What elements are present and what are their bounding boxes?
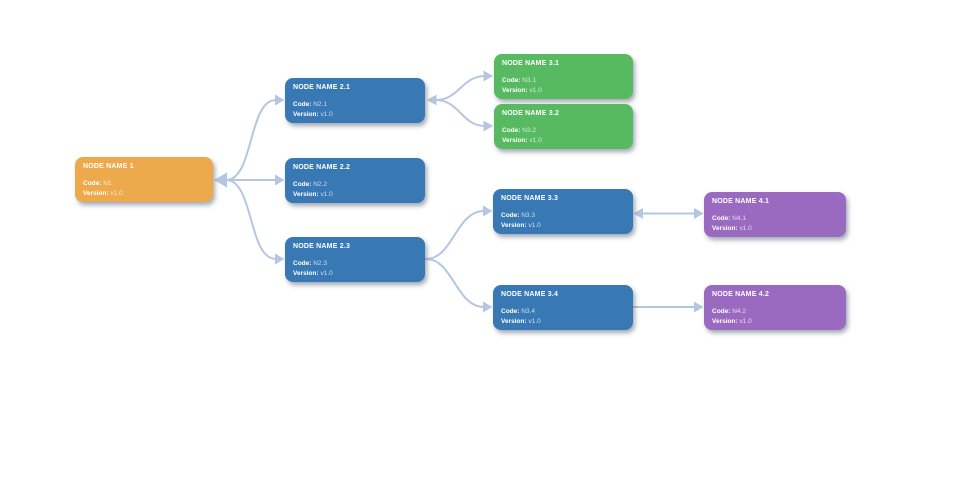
node-code-line: Code: N4.1 (712, 214, 838, 224)
code-value: N3.2 (522, 127, 536, 134)
node-title: NODE NAME 3.4 (501, 291, 559, 298)
version-label: Version: (501, 317, 527, 325)
diagram-node-n3_4[interactable]: NODE NAME 3.4 Code: N3.4 Version: v1.0 (493, 285, 633, 330)
arrowhead-into-n2_1 (275, 94, 285, 106)
arrowhead-into-n4_2 (694, 301, 704, 313)
node-code-line: Code: N3.3 (501, 211, 625, 221)
node-title: NODE NAME 2.1 (293, 84, 351, 91)
node-version-line: Version: v1.0 (293, 269, 417, 279)
diagram-node-n2_2[interactable]: NODE NAME 2.2 Code: N2.2 Version: v1.0 (285, 158, 425, 203)
code-value: N2.1 (313, 101, 327, 108)
node-version-line: Version: v1.0 (293, 190, 417, 200)
arrowhead-into-n2_2 (275, 174, 285, 186)
node-version-line: Version: v1.0 (712, 224, 838, 234)
edge-n2_1-n3_1 (435, 75, 486, 101)
diagram-node-n4_2[interactable]: NODE NAME 4.2 Code: N4.2 Version: v1.0 (704, 285, 846, 330)
code-label: Code: (712, 308, 731, 315)
edge-n2_3-n3_4 (425, 258, 485, 308)
node-title: NODE NAME 4.1 (712, 198, 770, 205)
version-value: v1.0 (110, 189, 123, 197)
code-label: Code: (83, 180, 102, 187)
version-label: Version: (712, 224, 738, 232)
node-code-line: Code: N2.2 (293, 180, 417, 190)
version-label: Version: (293, 110, 319, 118)
arrowhead-into-n3_4 (483, 301, 493, 313)
node-version-line: Version: v1.0 (502, 86, 625, 96)
arrowhead-into-n3_1 (483, 70, 493, 82)
node-title: NODE NAME 3.3 (501, 195, 559, 202)
code-label: Code: (293, 260, 312, 267)
node-title: NODE NAME 2.2 (293, 164, 351, 171)
version-label: Version: (293, 190, 319, 198)
arrowhead-back-into-n3_3 (633, 208, 643, 219)
node-title: NODE NAME 2.3 (293, 243, 351, 250)
node-code-line: Code: N2.1 (293, 100, 417, 110)
code-value: N2.2 (313, 181, 327, 188)
version-value: v1.0 (320, 190, 333, 198)
version-value: v1.0 (528, 317, 541, 325)
node-version-line: Version: v1.0 (501, 221, 625, 231)
version-label: Version: (83, 189, 109, 197)
code-value: N4.2 (732, 308, 746, 315)
version-value: v1.0 (529, 86, 542, 94)
version-value: v1.0 (320, 269, 333, 277)
code-value: N3.1 (522, 77, 536, 84)
code-label: Code: (293, 101, 312, 108)
code-value: N2.3 (313, 260, 327, 267)
code-value: N4.1 (732, 215, 746, 222)
node-title: NODE NAME 3.2 (502, 110, 560, 117)
node-version-line: Version: v1.0 (83, 189, 205, 199)
node-code-line: Code: N3.1 (502, 76, 625, 86)
node-code-line: Code: N2.3 (293, 259, 417, 269)
version-label: Version: (501, 221, 527, 229)
diagram-node-n2_1[interactable]: NODE NAME 2.1 Code: N2.1 Version: v1.0 (285, 78, 425, 123)
code-label: Code: (502, 77, 521, 84)
node-code-line: Code: N3.2 (502, 126, 625, 136)
code-label: Code: (712, 215, 731, 222)
node-version-line: Version: v1.0 (501, 317, 625, 327)
node-title: NODE NAME 1 (83, 163, 134, 170)
arrowhead-back-into-n2_1 (427, 94, 437, 106)
code-value: N3.4 (521, 308, 535, 315)
code-label: Code: (501, 308, 520, 315)
node-code-line: Code: N3.4 (501, 307, 625, 317)
code-label: Code: (293, 181, 312, 188)
diagram-node-n3_1[interactable]: NODE NAME 3.1 Code: N3.1 Version: v1.0 (494, 54, 633, 99)
code-value: N1 (103, 180, 112, 187)
version-value: v1.0 (739, 317, 752, 325)
version-value: v1.0 (739, 224, 752, 232)
version-label: Version: (502, 136, 528, 144)
code-label: Code: (501, 212, 520, 219)
node-version-line: Version: v1.0 (293, 110, 417, 120)
version-value: v1.0 (529, 136, 542, 144)
node-title: NODE NAME 3.1 (502, 60, 560, 67)
edge-n2_3-n3_3 (425, 210, 485, 260)
version-label: Version: (712, 317, 738, 325)
code-value: N3.3 (521, 212, 535, 219)
version-label: Version: (502, 86, 528, 94)
code-label: Code: (502, 127, 521, 134)
node-version-line: Version: v1.0 (502, 136, 625, 146)
diagram-node-n2_3[interactable]: NODE NAME 2.3 Code: N2.3 Version: v1.0 (285, 237, 425, 282)
node-code-line: Code: N1 (83, 179, 205, 189)
arrowhead-into-n2_3 (275, 253, 285, 265)
arrowhead-into-n1 (214, 172, 227, 188)
diagram-node-n3_3[interactable]: NODE NAME 3.3 Code: N3.3 Version: v1.0 (493, 189, 633, 234)
edge-n1-n2_1 (225, 99, 277, 181)
version-value: v1.0 (320, 110, 333, 118)
node-code-line: Code: N4.2 (712, 307, 838, 317)
edge-n1-n2_3 (225, 179, 277, 260)
arrowhead-into-n4_1 (694, 208, 704, 219)
arrowhead-into-n3_3 (483, 205, 493, 217)
arrowhead-into-n3_2 (483, 120, 493, 132)
diagram-node-n3_2[interactable]: NODE NAME 3.2 Code: N3.2 Version: v1.0 (494, 104, 633, 149)
version-value: v1.0 (528, 221, 541, 229)
node-version-line: Version: v1.0 (712, 317, 838, 327)
node-title: NODE NAME 4.2 (712, 291, 770, 298)
diagram-node-n1[interactable]: NODE NAME 1 Code: N1 Version: v1.0 (75, 157, 213, 202)
version-label: Version: (293, 269, 319, 277)
diagram-node-n4_1[interactable]: NODE NAME 4.1 Code: N4.1 Version: v1.0 (704, 192, 846, 237)
edge-n2_1-n3_2 (435, 99, 486, 127)
